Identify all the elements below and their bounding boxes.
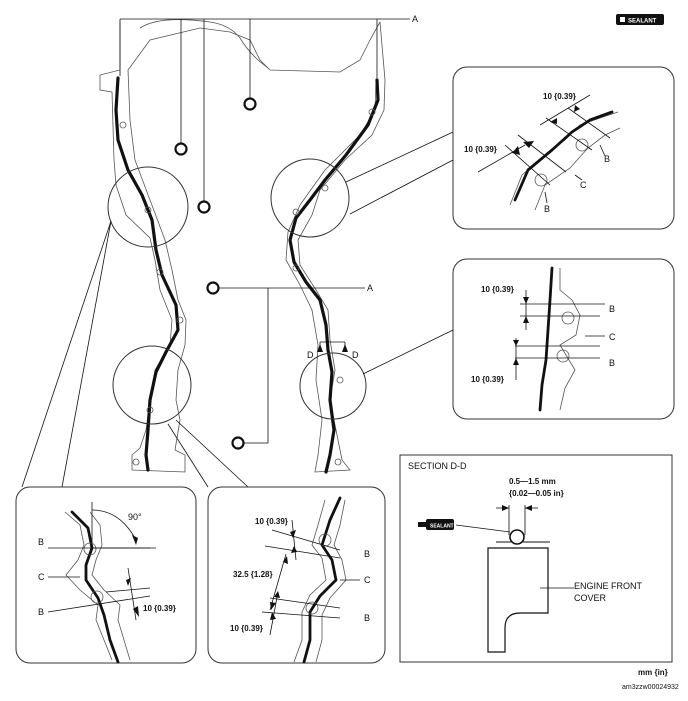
callout-a-top: A <box>412 14 418 24</box>
dim-p1-top: 10 {0.39} <box>543 92 576 101</box>
sealant-bead-section <box>509 529 525 545</box>
section-panel: SEALANT <box>399 454 673 663</box>
dim-p2-bottom: 10 {0.39} <box>471 375 504 384</box>
bolt-hole-marker <box>206 281 220 295</box>
label-p1-b-lower: B <box>544 204 550 214</box>
sealant-bead-right <box>288 78 380 474</box>
detail-panel-2 <box>452 258 675 420</box>
bolt-hole-marker <box>231 436 245 450</box>
sealant-tag-text: SEALANT <box>628 19 657 25</box>
part-name-line2: COVER <box>574 593 607 603</box>
detail-panel-1 <box>452 66 675 230</box>
figure-id: am3zzw00024932 <box>622 684 679 691</box>
part-name-line1: ENGINE FRONT <box>574 581 643 591</box>
gap-range-mm: 0.5—1.5 mm <box>509 477 556 486</box>
label-p3-c: C <box>38 572 45 582</box>
callout-a-mid: A <box>367 283 373 293</box>
label-p2-c: C <box>609 332 616 342</box>
bolt-hole-marker <box>197 200 211 214</box>
section-cut-marks <box>317 341 348 352</box>
detail-panel-4 <box>207 486 386 664</box>
bolt-hole-marker <box>243 97 257 111</box>
detail-leaders <box>21 131 454 488</box>
label-p4-b-lower: B <box>364 613 370 623</box>
section-mark-d-right: D <box>352 350 359 360</box>
cover-cross-section <box>487 547 549 653</box>
dim-p4-bottom: 10 {0.39} <box>230 624 263 633</box>
magnify-circle-lower-left <box>112 345 192 425</box>
dim-p4-top: 10 {0.39} <box>255 517 288 526</box>
callout-a-leaders <box>119 18 410 444</box>
section-mark-d-left: D <box>307 350 314 360</box>
magnify-circles <box>107 158 367 425</box>
sealant-tube-icon: SEALANT <box>418 519 454 530</box>
label-p4-c: C <box>364 575 371 585</box>
label-p1-b-upper: B <box>604 154 610 164</box>
dim-p3-ten: 10 {0.39} <box>143 604 176 613</box>
dim-p4-mid: 32.5 {1.28} <box>233 570 273 579</box>
dim-p1-left: 10 {0.39} <box>464 145 497 154</box>
label-p1-c: C <box>580 180 587 190</box>
section-title: SECTION D-D <box>408 461 467 471</box>
dim-p2-top: 10 {0.39} <box>481 285 514 294</box>
gap-range-in: {0.02—0.05 in} <box>509 489 564 498</box>
label-p2-b-upper: B <box>609 304 615 314</box>
dim-p3-angle: 90° <box>128 512 142 522</box>
label-p3-b-upper: B <box>38 537 44 547</box>
magnify-circle-upper-left <box>107 166 189 248</box>
label-p3-b-lower: B <box>38 607 44 617</box>
label-p4-b-upper: B <box>364 549 370 559</box>
bolt-hole-marker <box>174 142 188 156</box>
units-label: mm {in} <box>638 668 668 677</box>
sealant-tag-top: SEALANT <box>616 14 664 25</box>
magnify-circle-upper-right <box>270 158 350 238</box>
magnify-circle-lower-right <box>299 352 367 420</box>
front-cover-outline <box>99 19 386 473</box>
label-p2-b-lower: B <box>609 358 615 368</box>
sealant-bead-left <box>114 76 180 472</box>
bolt-holes <box>119 97 376 466</box>
sealant-tube-text: SEALANT <box>430 524 454 530</box>
detail-panel-3 <box>15 486 197 664</box>
